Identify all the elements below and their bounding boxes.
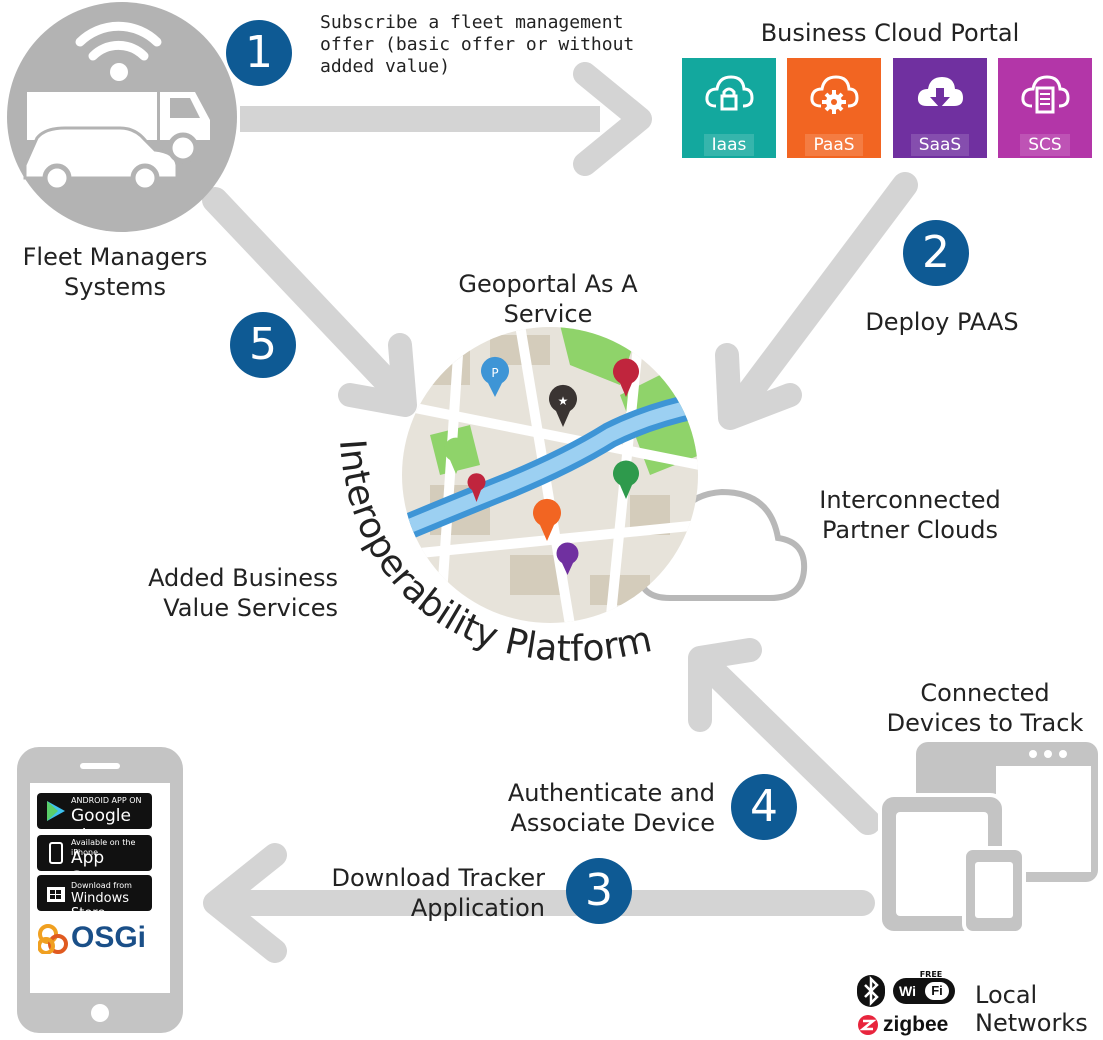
local-label-line2: Networks xyxy=(975,1009,1088,1037)
step-3-badge: 3 xyxy=(566,858,632,924)
iaas-tile[interactable]: Iaas xyxy=(682,58,776,158)
app-store-badge[interactable]: Available on the iPhone App Store xyxy=(37,835,152,888)
zigbee-text: zigbee xyxy=(883,1013,949,1036)
wifi-free-icon: FREE Wi Fi xyxy=(893,970,958,1006)
app-store-caption: Available on the iPhone xyxy=(71,838,136,857)
arrow-subscribe xyxy=(240,62,652,176)
step-4-badge: 4 xyxy=(731,774,797,840)
zigbee-icon xyxy=(858,1015,878,1035)
local-label-line1: Local xyxy=(975,981,1038,1009)
google-play-badge[interactable]: ANDROID APP ON Google play xyxy=(37,793,152,846)
bluetooth-icon xyxy=(857,975,885,1007)
map-pin-parking: P xyxy=(481,356,509,397)
arrow-deploy xyxy=(715,172,918,430)
svg-text:★: ★ xyxy=(558,394,569,408)
step-5-badge: 5 xyxy=(230,312,296,378)
arrow-authenticate xyxy=(688,638,881,835)
fleet-circle-icon xyxy=(7,2,237,232)
osgi-logo-icon xyxy=(38,924,68,954)
zigbee-logo: zigbee xyxy=(857,1012,967,1038)
saas-tile[interactable]: SaaS xyxy=(893,58,987,158)
cloud-server-icon xyxy=(1021,75,1070,114)
svg-text:Interoperability Platform: Interoperability Platform xyxy=(331,438,655,670)
paas-label: PaaS xyxy=(805,134,863,156)
cloud-lock-icon xyxy=(705,75,754,111)
arrow-download xyxy=(203,843,875,963)
windows-store-name: Windows Store xyxy=(71,891,130,921)
osgi-logo: OSGi xyxy=(38,920,163,960)
cloud-download-icon xyxy=(917,77,963,108)
saas-label: SaaS xyxy=(910,134,970,156)
step-1-badge: 1 xyxy=(226,20,292,86)
connected-devices-icon xyxy=(878,742,1098,935)
step-2-text: Deploy PAAS xyxy=(865,308,1019,336)
svg-text:P: P xyxy=(491,366,498,380)
wifi-free-text: FREE xyxy=(919,970,943,979)
google-play-caption: ANDROID APP ON xyxy=(71,796,142,805)
osgi-text: OSGi xyxy=(71,921,147,954)
apple-icon xyxy=(49,842,63,864)
geoportal-map-icon: P ★ xyxy=(402,327,698,623)
scs-label: SCS xyxy=(1020,134,1070,156)
iaas-label: Iaas xyxy=(703,134,755,156)
cloud-gear-icon xyxy=(810,75,859,114)
windows-store-icon xyxy=(47,887,65,902)
windows-store-badge[interactable]: Download from Windows Store xyxy=(37,875,152,921)
paas-tile[interactable]: PaaS xyxy=(787,58,881,158)
interoperability-platform-title: Interoperability Platform xyxy=(331,438,655,670)
google-play-icon xyxy=(47,801,65,821)
scs-tile[interactable]: SCS xyxy=(998,58,1092,158)
wifi-right-text: Fi xyxy=(925,982,949,1000)
wifi-left-text: Wi xyxy=(899,983,916,999)
step-2-badge: 2 xyxy=(903,220,969,286)
arrow-fleet-to-platform xyxy=(202,187,417,417)
business-cloud-portal-title: Business Cloud Portal xyxy=(760,19,1020,47)
windows-store-caption: Download from xyxy=(71,881,132,890)
